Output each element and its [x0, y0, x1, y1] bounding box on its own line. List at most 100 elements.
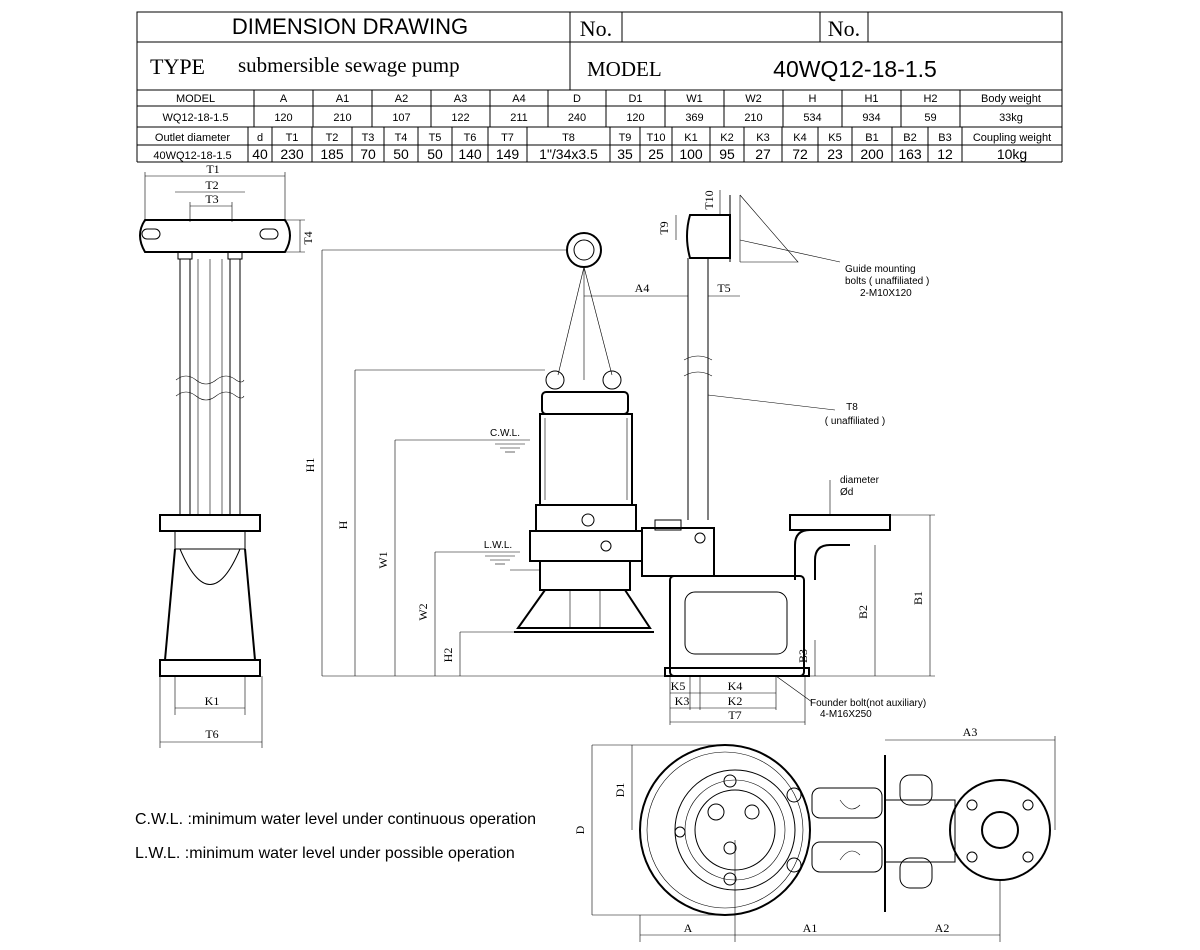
- table-header-cell: A2: [395, 93, 408, 105]
- table-value-cell: 934: [862, 112, 880, 124]
- table-header-cell: K4: [793, 132, 806, 144]
- title-block: DIMENSION DRAWING No. No. TYPE submersib…: [136, 11, 1063, 91]
- table-header-cell: MODEL: [176, 93, 215, 105]
- table-value-cell: 27: [755, 146, 771, 162]
- table-value-cell: 107: [392, 112, 410, 124]
- label-D: D: [573, 825, 587, 834]
- table-value-cell: 40WQ12-18-1.5: [153, 150, 231, 162]
- guide-bolts-note-2: bolts ( unaffiliated ): [845, 276, 929, 287]
- table-header-cell: Body weight: [981, 93, 1041, 105]
- label-A3: A3: [963, 725, 978, 739]
- table-value-cell: 23: [827, 146, 843, 162]
- table-header-cell: D: [573, 93, 581, 105]
- model-value: 40WQ12-18-1.5: [773, 56, 937, 82]
- table-value-cell: 163: [898, 146, 922, 162]
- guide-bolts-note-3: 2-M10X120: [860, 288, 912, 299]
- table-value-cell: 35: [617, 146, 633, 162]
- table-header-cell: T1: [286, 132, 299, 144]
- type-value: submersible sewage pump: [238, 53, 460, 77]
- table-value-cell: 59: [924, 112, 936, 124]
- table-header-cell: D1: [628, 93, 642, 105]
- label-W1: W1: [376, 551, 390, 568]
- table-value-cell: 210: [333, 112, 351, 124]
- table-value-cell: 12: [937, 146, 953, 162]
- table-value-cell: 149: [496, 146, 520, 162]
- label-lwl: L.W.L.: [484, 540, 512, 551]
- label-diameter: diameter: [840, 475, 880, 486]
- table-header-cell: K3: [756, 132, 769, 144]
- table-header-cell: H2: [923, 93, 937, 105]
- table-value-cell: 210: [744, 112, 762, 124]
- table-value-cell: 534: [803, 112, 821, 124]
- table-value-cell: 120: [274, 112, 292, 124]
- table-header-cell: Outlet diameter: [155, 132, 231, 144]
- label-H: H: [336, 520, 350, 529]
- table-header-cell: T4: [395, 132, 408, 144]
- founder-note-1: Founder bolt(not auxiliary): [810, 698, 926, 709]
- table-value-cell: 50: [427, 146, 443, 162]
- table-value-cell: 100: [679, 146, 703, 162]
- pump-plan-view: D D1 A3 A A1 A2: [573, 725, 1056, 942]
- table-value-cell: 369: [685, 112, 703, 124]
- label-T5: T5: [717, 281, 730, 295]
- table-header-cell: A: [280, 93, 288, 105]
- guide-bolts-note-1: Guide mounting: [845, 264, 916, 275]
- table-value-cell: 10kg: [997, 146, 1027, 162]
- label-H2: H2: [441, 648, 455, 663]
- table-value-cell: 50: [393, 146, 409, 162]
- table-header-cell: A3: [454, 93, 467, 105]
- label-A2: A2: [935, 921, 950, 935]
- label-T8: T8: [846, 402, 858, 413]
- table-header-cell: T9: [619, 132, 632, 144]
- label-A4: A4: [635, 281, 650, 295]
- label-K5: K5: [671, 679, 686, 693]
- label-T4: T4: [301, 231, 315, 244]
- label-K1: K1: [205, 694, 220, 708]
- label-cwl: C.W.L.: [490, 428, 520, 439]
- label-T7: T7: [728, 708, 741, 722]
- table-header-cell: B2: [903, 132, 916, 144]
- label-D1: D1: [613, 783, 627, 798]
- table-header-cell: T5: [429, 132, 442, 144]
- table-value-cell: 185: [320, 146, 344, 162]
- table-header-cell: H1: [864, 93, 878, 105]
- label-A1: A1: [803, 921, 818, 935]
- table-header-cell: T6: [464, 132, 477, 144]
- guide-rail-side-view: T1 T2 T3 T4 K1 T6: [139, 162, 315, 748]
- table-header-cell: K2: [720, 132, 733, 144]
- table-value-cell: 211: [510, 112, 528, 124]
- label-T9: T9: [657, 221, 671, 234]
- table-header-cell: K5: [828, 132, 841, 144]
- cwl-note: C.W.L. :minimum water level under contin…: [135, 811, 536, 828]
- no-label-1: No.: [580, 16, 612, 41]
- table-value-cell: 33kg: [999, 112, 1023, 124]
- table-header-cell: A4: [512, 93, 525, 105]
- label-T6: T6: [205, 727, 218, 741]
- label-B3: B3: [796, 649, 810, 663]
- founder-note-2: 4-M16X250: [820, 709, 872, 720]
- label-K2: K2: [728, 694, 743, 708]
- label-T1: T1: [206, 162, 219, 176]
- label-T10: T10: [702, 190, 716, 209]
- table-value-cell: 70: [360, 146, 376, 162]
- table-value-cell: 72: [792, 146, 808, 162]
- lwl-note: L.W.L. :minimum water level under possib…: [135, 845, 515, 862]
- t8-note: ( unaffiliated ): [825, 416, 885, 427]
- table-header-cell: A1: [336, 93, 349, 105]
- drawing-title: DIMENSION DRAWING: [232, 14, 468, 39]
- label-W2: W2: [416, 603, 430, 620]
- label-B2: B2: [856, 605, 870, 619]
- model-label: MODEL: [587, 57, 662, 81]
- table-value-cell: 1"/34x3.5: [539, 146, 598, 162]
- table-header-cell: H: [809, 93, 817, 105]
- table-value-cell: WQ12-18-1.5: [162, 112, 228, 124]
- table-value-cell: 120: [626, 112, 644, 124]
- table-value-cell: 122: [451, 112, 469, 124]
- table-header-cell: W1: [686, 93, 703, 105]
- pump-front-view: C.W.L. L.W.L. H1 H W1 W2 H2 A4 T5 T9 T10: [303, 190, 935, 725]
- label-A: A: [684, 921, 693, 935]
- table-header-cell: B1: [865, 132, 878, 144]
- table-header-cell: T7: [501, 132, 514, 144]
